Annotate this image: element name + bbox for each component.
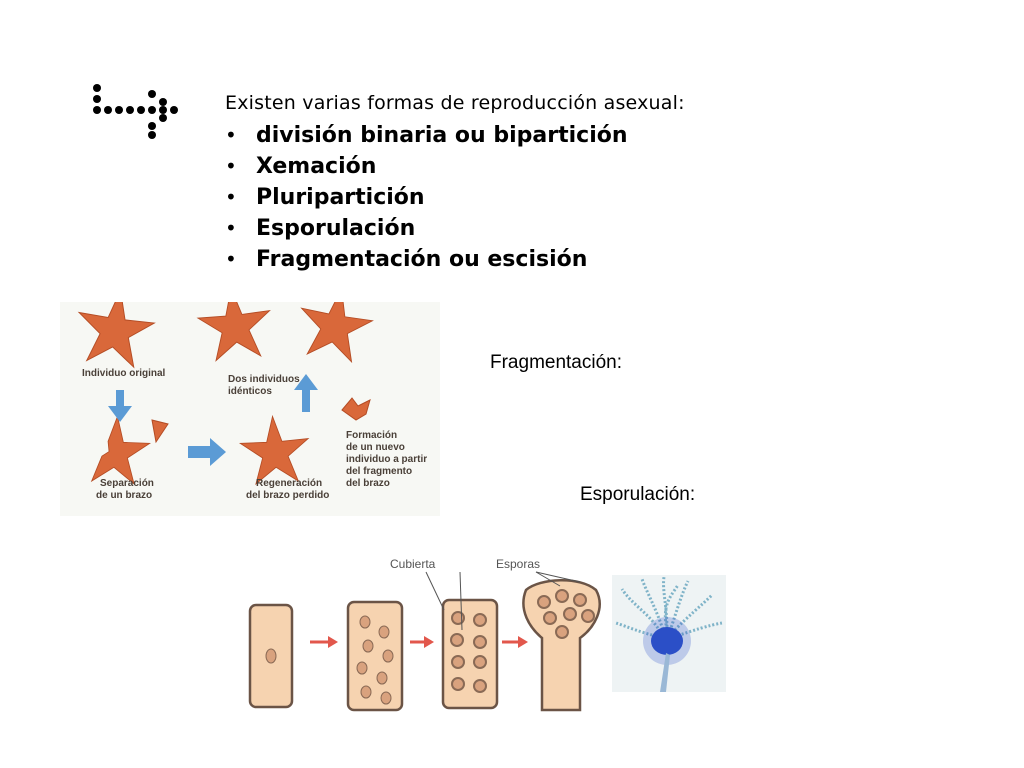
cell-stage-2 bbox=[346, 600, 404, 712]
cell-stage-3 bbox=[441, 598, 499, 710]
bullet: • bbox=[225, 123, 237, 147]
red-arrow bbox=[424, 636, 434, 648]
down-arrow bbox=[108, 390, 132, 422]
starfish-separated bbox=[91, 414, 152, 486]
starfish-identical-1 bbox=[194, 302, 275, 363]
fragment-arm bbox=[341, 397, 371, 421]
label-formation-5: del brazo bbox=[346, 478, 390, 489]
method-label: división binaria ou bipartición bbox=[256, 123, 628, 148]
method-label: Xemación bbox=[256, 154, 377, 179]
cover-label: Cubierta bbox=[390, 557, 436, 571]
list-item: • Fragmentación ou escisión bbox=[222, 244, 628, 275]
sporulation-label: Esporulación: bbox=[580, 484, 696, 505]
label-identical-1: Dos individuos bbox=[228, 374, 300, 385]
intro-text: Existen varias formas de reproducción as… bbox=[225, 92, 685, 114]
list-item: • división binaria ou bipartición bbox=[222, 120, 628, 151]
up-arrow bbox=[294, 374, 318, 412]
label-formation-4: del fragmento bbox=[346, 466, 412, 477]
red-arrow bbox=[328, 636, 338, 648]
nucleus bbox=[265, 648, 277, 664]
starfish-original bbox=[72, 302, 159, 370]
reproduction-methods-list: • división binaria ou bipartición • Xemaci… bbox=[222, 120, 628, 275]
sporulation-diagram: Cubierta Esporas bbox=[248, 557, 601, 712]
label-separation-2: de un brazo bbox=[96, 490, 152, 501]
label-formation-2: de un nuevo bbox=[346, 442, 405, 453]
cell-stage-4 bbox=[522, 579, 601, 712]
spores-pointer-3 bbox=[535, 571, 581, 583]
label-original: Individuo original bbox=[82, 368, 166, 379]
bullet: • bbox=[225, 185, 237, 209]
vesicle bbox=[651, 627, 683, 655]
method-label: Esporulación bbox=[256, 216, 416, 241]
right-arrow bbox=[188, 438, 226, 466]
bullet: • bbox=[225, 216, 237, 240]
severed-arm bbox=[151, 419, 169, 444]
starfish-regenerating bbox=[238, 413, 312, 486]
label-formation-3: individuo a partir bbox=[346, 454, 427, 465]
spores-pointer-1 bbox=[459, 571, 463, 631]
spores-pointer-2 bbox=[535, 571, 561, 587]
bullet: • bbox=[225, 154, 237, 178]
starfish-identical-2 bbox=[293, 302, 378, 365]
red-arrow bbox=[518, 636, 528, 648]
fragmentation-label: Fragmentación: bbox=[490, 352, 623, 373]
method-label: Pluripartición bbox=[256, 185, 425, 210]
dotted-arrow-icon bbox=[93, 84, 178, 139]
cover-pointer bbox=[425, 571, 445, 611]
sporangium-micrograph bbox=[612, 575, 726, 692]
label-identical-2: idénticos bbox=[228, 386, 272, 397]
conidiophore bbox=[660, 653, 670, 692]
list-item: • Esporulación bbox=[222, 213, 628, 244]
list-item: • Pluripartición bbox=[222, 182, 628, 213]
label-regeneration-2: del brazo perdido bbox=[246, 490, 329, 501]
starfish-fragmentation-figure: Individuo original Dos individuos idénti… bbox=[60, 302, 440, 516]
spores-label: Esporas bbox=[496, 557, 540, 571]
method-label: Fragmentación ou escisión bbox=[256, 247, 588, 272]
label-separation-1: Separación bbox=[100, 478, 154, 489]
bullet: • bbox=[225, 247, 237, 271]
list-item: • Xemación bbox=[222, 151, 628, 182]
label-formation-1: Formación bbox=[346, 430, 397, 441]
label-regeneration-1: Regeneración bbox=[256, 478, 322, 489]
